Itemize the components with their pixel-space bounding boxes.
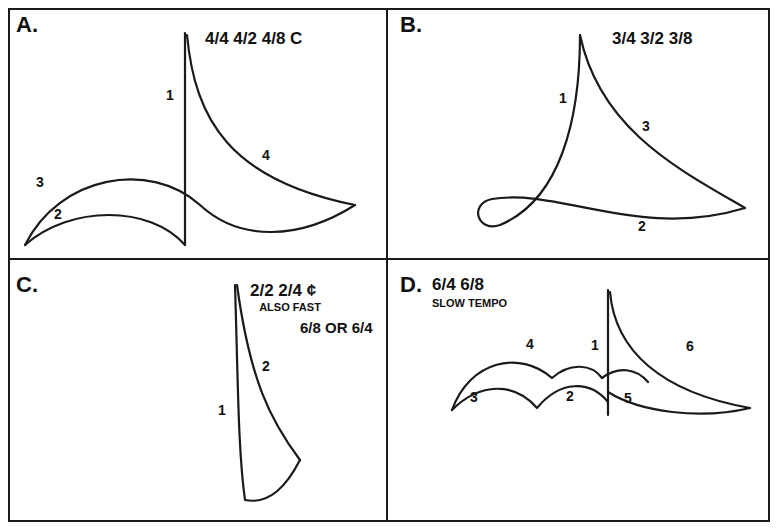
beat-stroke (184, 33, 186, 245)
beat-stroke (580, 35, 745, 208)
time-signature: 2/2 2/4 ¢ (250, 282, 316, 299)
beat-stroke (25, 179, 355, 245)
beat-number: 2 (638, 219, 646, 233)
panel-letter: A. (16, 14, 38, 36)
beat-number: 2 (54, 207, 62, 221)
pattern-panel: C. 2/2 2/4 ¢ ALSO FAST 6/8 OR 6/4 1 2 (8, 258, 388, 522)
beat-stroke (25, 215, 185, 245)
pattern-panel: B. 3/4 3/2 3/8 1 3 2 (386, 8, 770, 260)
beat-stroke (452, 363, 648, 410)
time-signature: 4/4 4/2 4/8 C (205, 30, 302, 47)
panel-letter: B. (400, 14, 422, 36)
beat-stroke (235, 285, 300, 501)
tempo-note: ALSO FAST (259, 302, 321, 313)
time-signature: 6/4 6/8 (432, 276, 484, 293)
beat-stroke (607, 290, 609, 415)
beat-number: 3 (36, 175, 44, 189)
beat-number: 2 (566, 389, 574, 403)
beat-stroke (452, 386, 608, 410)
beat-number: 1 (218, 403, 226, 417)
panel-letter: D. (400, 274, 422, 296)
time-signature: 3/4 3/2 3/8 (612, 30, 692, 47)
beat-stroke (187, 35, 355, 205)
pattern-panel: D. 6/4 6/8SLOW TEMPO 1 4 3 2 5 6 (386, 258, 770, 522)
pattern-panel: A. 4/4 4/2 4/8 C 1 3 2 4 (8, 8, 388, 260)
beat-number: 3 (642, 119, 650, 133)
panel-letter: C. (16, 274, 38, 296)
beat-number: 1 (166, 88, 174, 102)
beat-number: 1 (559, 91, 567, 105)
beat-number: 5 (624, 391, 632, 405)
beat-stroke (478, 35, 745, 226)
beat-number: 6 (686, 339, 694, 353)
tempo-note: SLOW TEMPO (432, 298, 507, 309)
beat-number: 3 (470, 390, 478, 404)
beat-number: 1 (591, 338, 599, 352)
beat-stroke (610, 292, 750, 408)
beat-number: 4 (526, 337, 534, 351)
time-signature: 6/8 OR 6/4 (300, 320, 373, 335)
beat-number: 2 (262, 359, 270, 373)
beat-number: 4 (262, 148, 270, 162)
